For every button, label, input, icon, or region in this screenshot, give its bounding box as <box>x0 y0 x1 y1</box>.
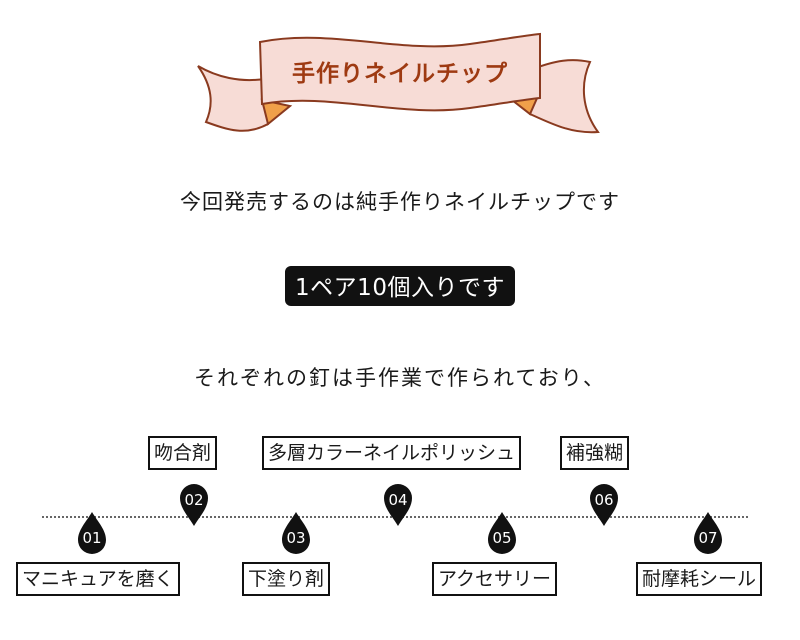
ribbon-graphic <box>197 32 600 134</box>
step-number: 04 <box>388 491 408 509</box>
droplet-icon <box>590 484 618 526</box>
step-marker-07: 07 <box>690 510 726 556</box>
intro-line-1: 今回発売するのは純手作りネイルチップです <box>180 190 620 214</box>
step-marker-03: 03 <box>278 510 314 556</box>
highlight-badge: 1ペア10個入りです <box>285 266 515 306</box>
step-marker-01: 01 <box>74 510 110 556</box>
droplet-icon <box>180 484 208 526</box>
step-label-03: 下塗り剤 <box>242 562 331 596</box>
step-label-07: 耐摩耗シール <box>636 562 763 596</box>
step-label-01: マニキュアを磨く <box>16 562 180 596</box>
process-timeline: 01 マニキュアを磨く 02 吻合剤 03 下塗り剤 04 多層カラーネイルポリ… <box>0 420 800 640</box>
step-label-04: 多層カラーネイルポリッシュ <box>262 436 522 470</box>
intro-line-3: それぞれの釘は手作業で作られており、 <box>194 366 606 390</box>
droplet-icon <box>384 484 412 526</box>
step-number: 07 <box>698 529 718 547</box>
droplet-icon <box>488 512 516 554</box>
title-banner: 手作りネイルチップ <box>0 0 800 160</box>
step-number: 02 <box>184 491 204 509</box>
highlight-wrapper: 1ペア10個入りです <box>0 266 800 306</box>
droplet-icon <box>282 512 310 554</box>
step-label-06: 補強糊 <box>560 436 630 470</box>
step-number: 05 <box>492 529 512 547</box>
step-number: 06 <box>594 491 614 509</box>
step-marker-05: 05 <box>484 510 520 556</box>
step-number: 01 <box>82 529 102 547</box>
step-label-02: 吻合剤 <box>148 436 218 470</box>
droplet-icon <box>78 512 106 554</box>
step-label-05: アクセサリー <box>432 562 558 596</box>
step-marker-02: 02 <box>176 482 212 528</box>
banner-title: 手作りネイルチップ <box>292 61 508 87</box>
droplet-icon <box>694 512 722 554</box>
step-marker-06: 06 <box>586 482 622 528</box>
step-number: 03 <box>286 529 306 547</box>
step-marker-04: 04 <box>380 482 416 528</box>
